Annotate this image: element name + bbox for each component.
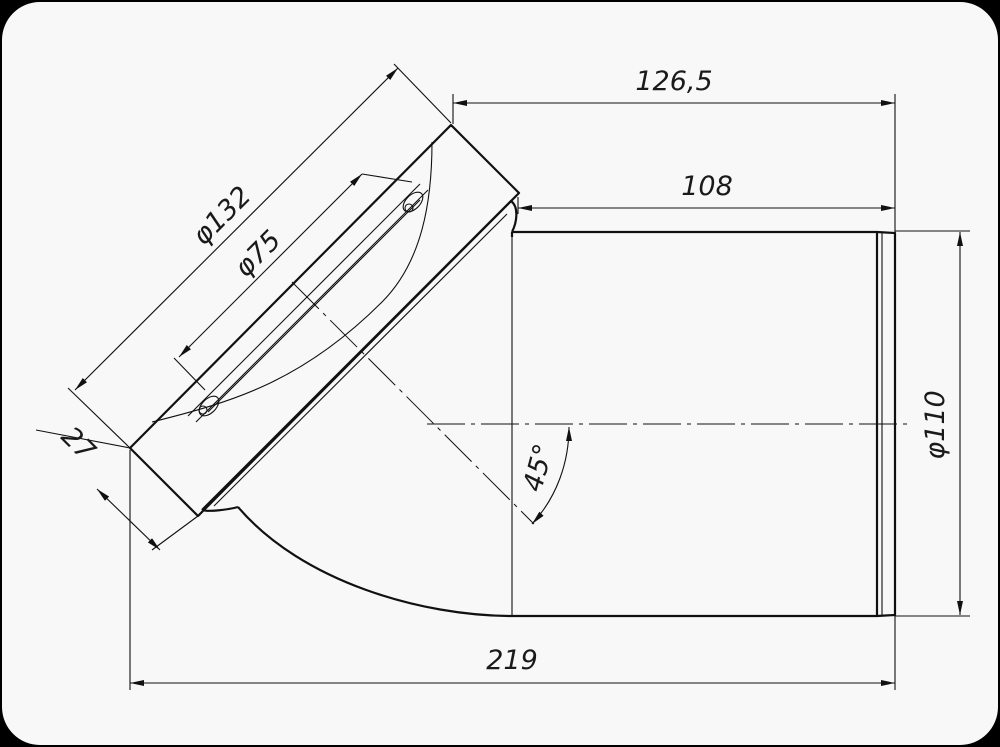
dim-outer-diameter: φ132 <box>187 181 258 252</box>
socket-body <box>128 123 521 518</box>
center-lines <box>291 281 907 525</box>
dim-angle: 45° <box>518 441 560 495</box>
dim-socket-depth: 27 <box>55 421 101 467</box>
dim-inner-diameter: φ75 <box>229 225 288 284</box>
dim-top-length: 126,5 <box>635 66 712 97</box>
dim-pipe-diameter: φ110 <box>920 390 951 459</box>
dim-overall-length: 219 <box>486 645 538 676</box>
dim-straight-length: 108 <box>681 171 733 202</box>
elbow-bend <box>237 232 514 618</box>
dimension-lines <box>74 67 963 686</box>
extension-lines <box>35 63 970 690</box>
